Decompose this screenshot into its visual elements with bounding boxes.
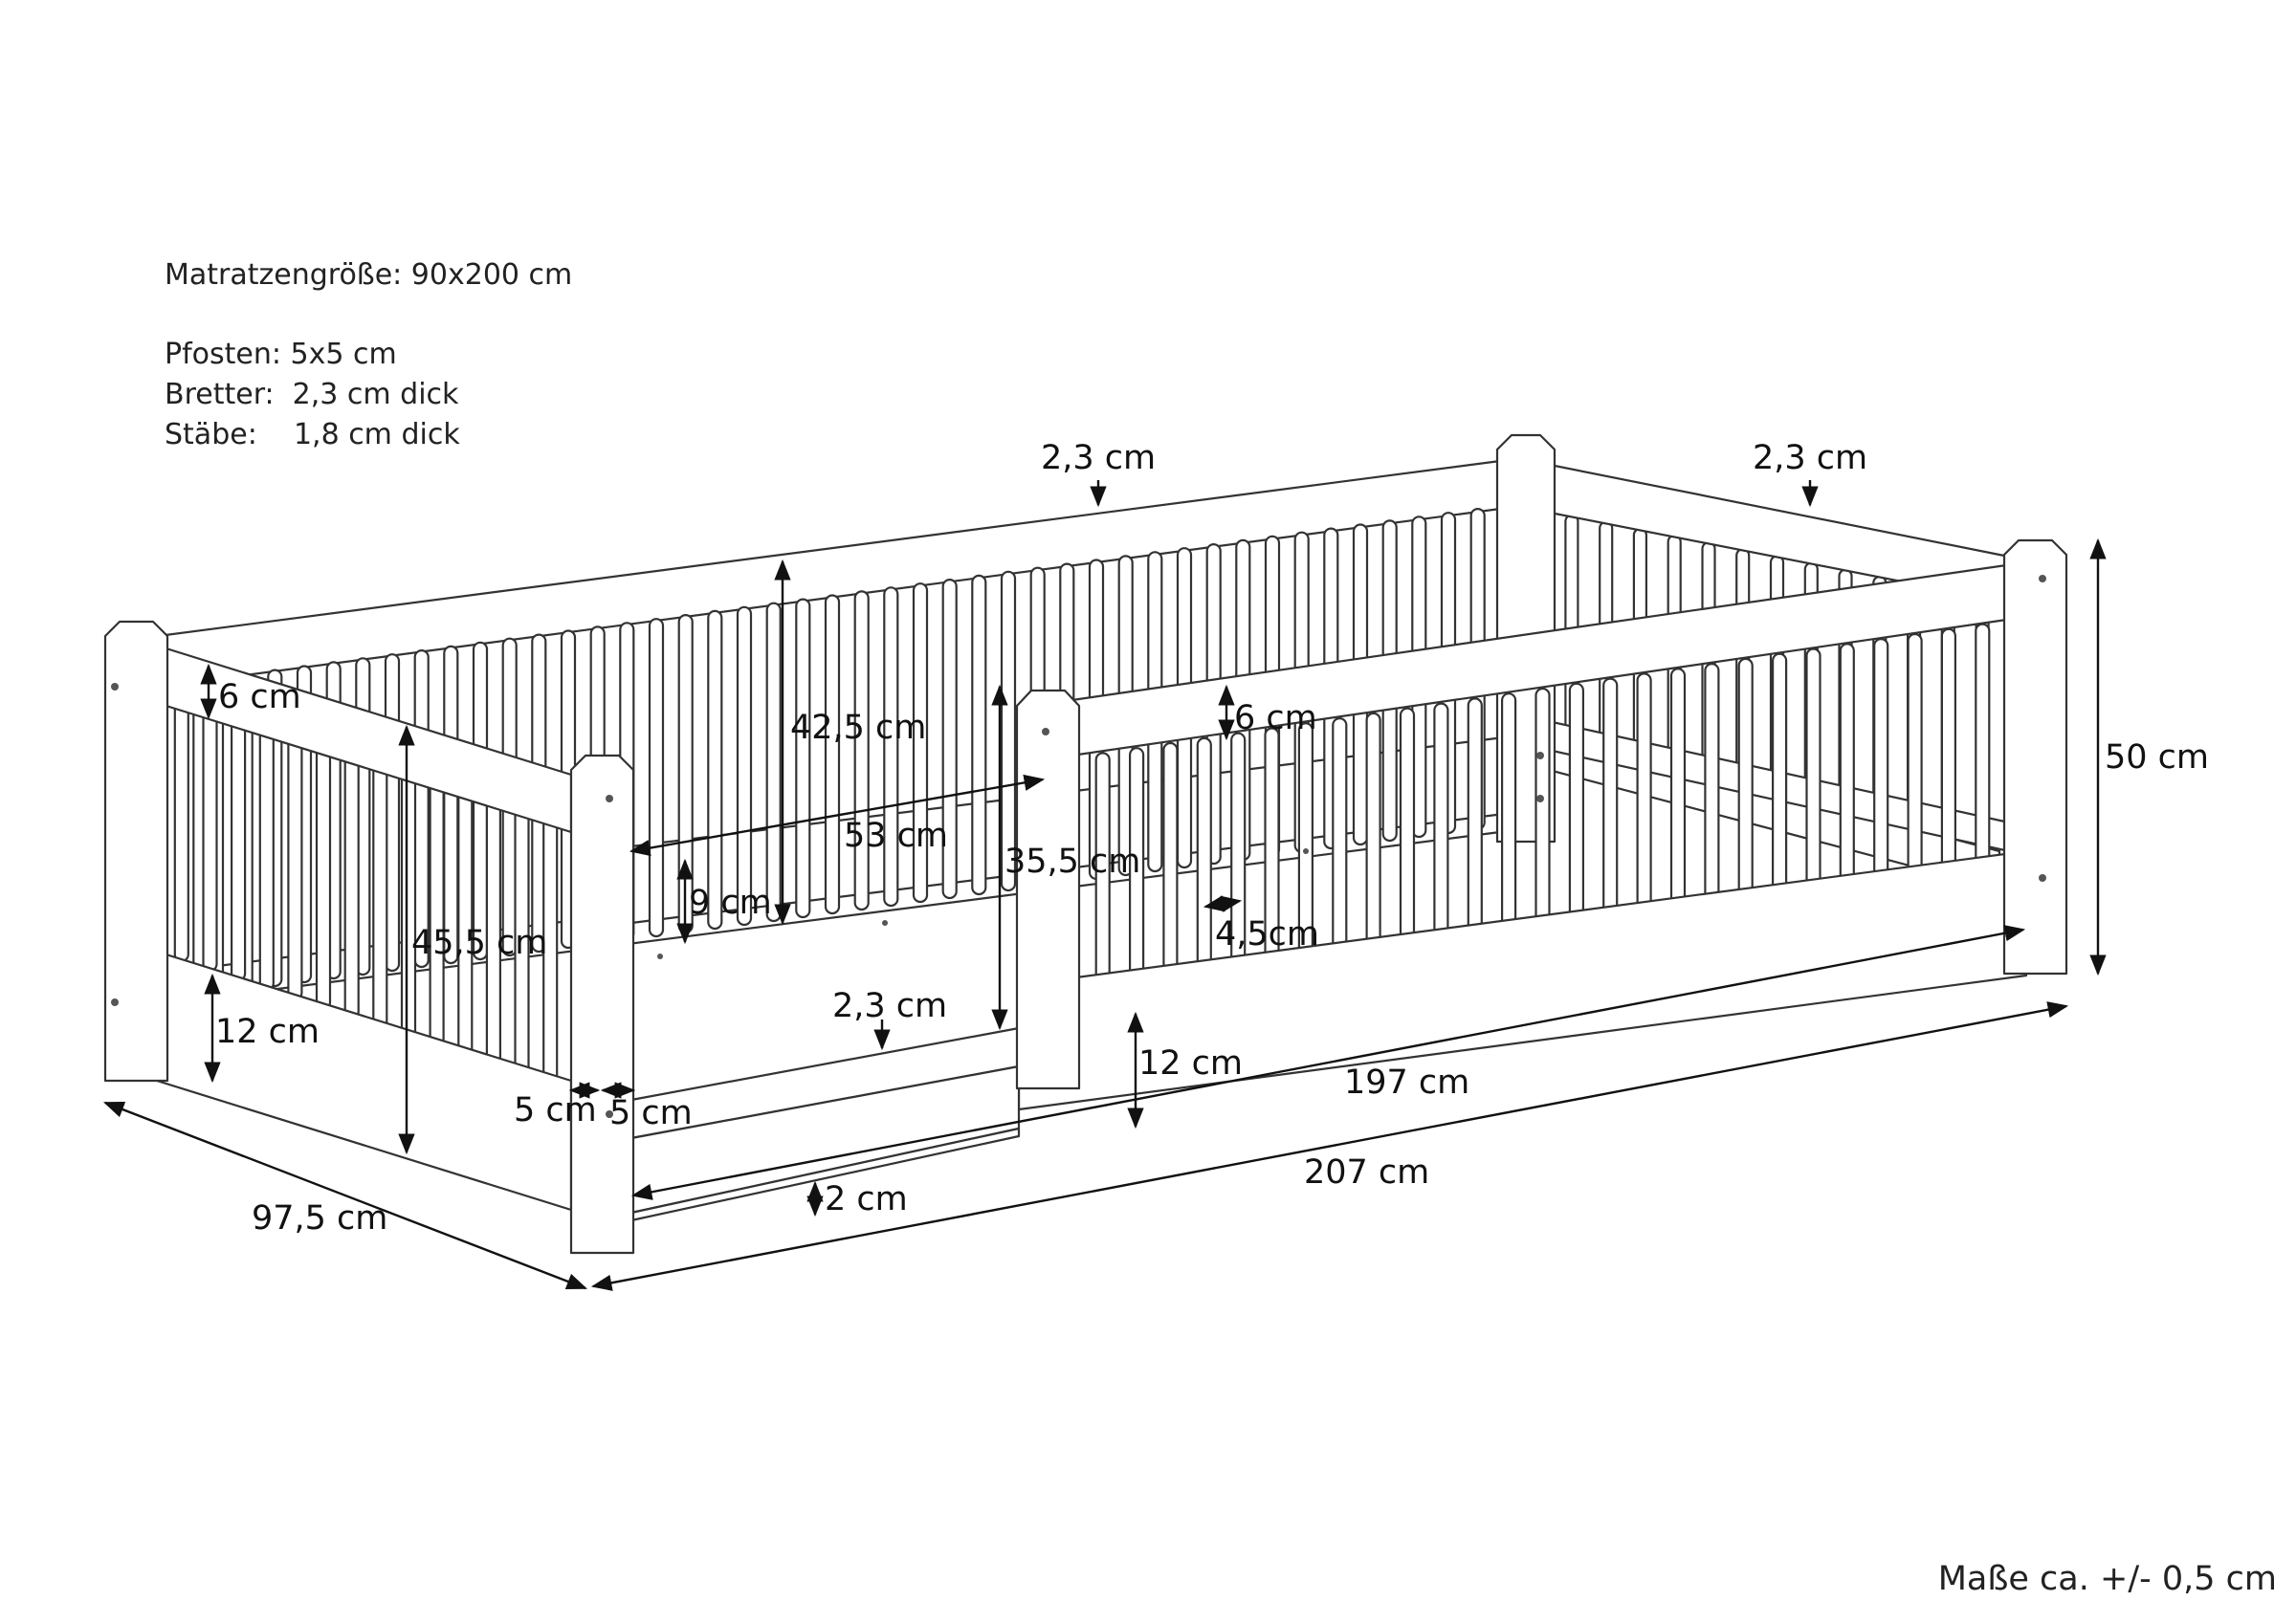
slat bbox=[1704, 662, 1720, 910]
slat bbox=[173, 699, 189, 963]
slat bbox=[1467, 697, 1483, 951]
dim-rail-left: 6 cm bbox=[218, 678, 301, 716]
slat bbox=[258, 726, 275, 992]
slat bbox=[853, 590, 870, 911]
dim-post-left: 5 cm bbox=[514, 1091, 597, 1130]
slat bbox=[1365, 712, 1381, 967]
slat bbox=[231, 717, 247, 982]
slat bbox=[765, 602, 782, 923]
dim-top-rail-back: 2,3 cm bbox=[1041, 439, 1156, 477]
slat bbox=[413, 648, 430, 969]
slat bbox=[736, 605, 753, 927]
slat bbox=[1669, 668, 1687, 916]
slat bbox=[1907, 632, 1923, 876]
slat bbox=[1500, 692, 1517, 945]
slat bbox=[971, 574, 987, 896]
dim-slat-height: 42,5 cm bbox=[790, 709, 926, 747]
dim-post-right: 5 cm bbox=[609, 1094, 693, 1132]
tolerance-note: Maße ca. +/- 0,5 cm bbox=[1937, 1560, 2277, 1598]
spec-boards: Bretter: 2,3 cm dick bbox=[165, 378, 459, 411]
slat bbox=[1433, 702, 1449, 955]
dim-bottom-board-front: 12 cm bbox=[1138, 1044, 1243, 1083]
slat bbox=[1737, 657, 1754, 905]
dim-front-board-thickness: 2,3 cm bbox=[832, 987, 947, 1025]
dim-slat-gap: 4,5cm bbox=[1215, 915, 1319, 954]
slat bbox=[372, 762, 388, 1030]
dim-rail-front: 6 cm bbox=[1234, 699, 1317, 737]
slat bbox=[824, 594, 841, 915]
slat bbox=[1162, 741, 1179, 1001]
dim-side-height: 45,5 cm bbox=[411, 924, 547, 962]
slat bbox=[707, 609, 723, 931]
front-left-post bbox=[569, 754, 635, 1255]
dimension-lines bbox=[102, 480, 2107, 1291]
slat bbox=[315, 744, 332, 1011]
slat bbox=[1399, 707, 1416, 961]
slat bbox=[1602, 677, 1619, 928]
slat bbox=[1094, 752, 1111, 1013]
slat bbox=[1839, 643, 1855, 888]
slat bbox=[1805, 647, 1821, 893]
dim-total-height: 50 cm bbox=[2105, 738, 2209, 777]
slat bbox=[1975, 623, 1991, 866]
slat bbox=[1873, 637, 1889, 882]
slat bbox=[429, 780, 445, 1049]
dim-bottom-board-left: 12 cm bbox=[215, 1013, 320, 1051]
slat bbox=[1771, 652, 1788, 899]
slat bbox=[1636, 672, 1652, 922]
slat bbox=[1568, 682, 1585, 933]
slat bbox=[443, 645, 459, 965]
dim-total-length: 207 cm bbox=[1304, 1153, 1429, 1192]
dim-inner-board: 9 cm bbox=[689, 884, 772, 922]
dim-opening-width: 53 cm bbox=[844, 817, 948, 855]
dim-top-rail-right: 2,3 cm bbox=[1753, 439, 1867, 477]
slat bbox=[287, 735, 303, 1001]
slat bbox=[1534, 687, 1551, 939]
dim-total-width: 97,5 cm bbox=[252, 1199, 387, 1238]
slat bbox=[343, 754, 360, 1020]
dim-inner-length: 197 cm bbox=[1344, 1064, 1469, 1102]
slat bbox=[1940, 627, 1957, 870]
spec-mattress: Matratzengröße: 90x200 cm bbox=[165, 258, 573, 292]
dim-floor-clearance: 2 cm bbox=[825, 1180, 908, 1218]
slat bbox=[648, 618, 665, 938]
dimension-labels: 2,3 cm 2,3 cm 50 cm 6 cm 6 cm 42,5 cm 53… bbox=[215, 439, 2209, 1238]
slat bbox=[1196, 736, 1212, 996]
left-back-post bbox=[103, 620, 169, 1083]
dim-opening-height: 35,5 cm bbox=[1004, 843, 1140, 881]
slat bbox=[1332, 716, 1348, 973]
spec-slats: Stäbe: 1,8 cm dick bbox=[165, 418, 460, 451]
slat bbox=[202, 708, 218, 973]
slat bbox=[795, 598, 811, 919]
spec-post: Pfosten: 5x5 cm bbox=[165, 338, 397, 371]
door-post bbox=[1015, 689, 1081, 1090]
right-front-post bbox=[2002, 538, 2068, 976]
slat bbox=[400, 771, 417, 1040]
